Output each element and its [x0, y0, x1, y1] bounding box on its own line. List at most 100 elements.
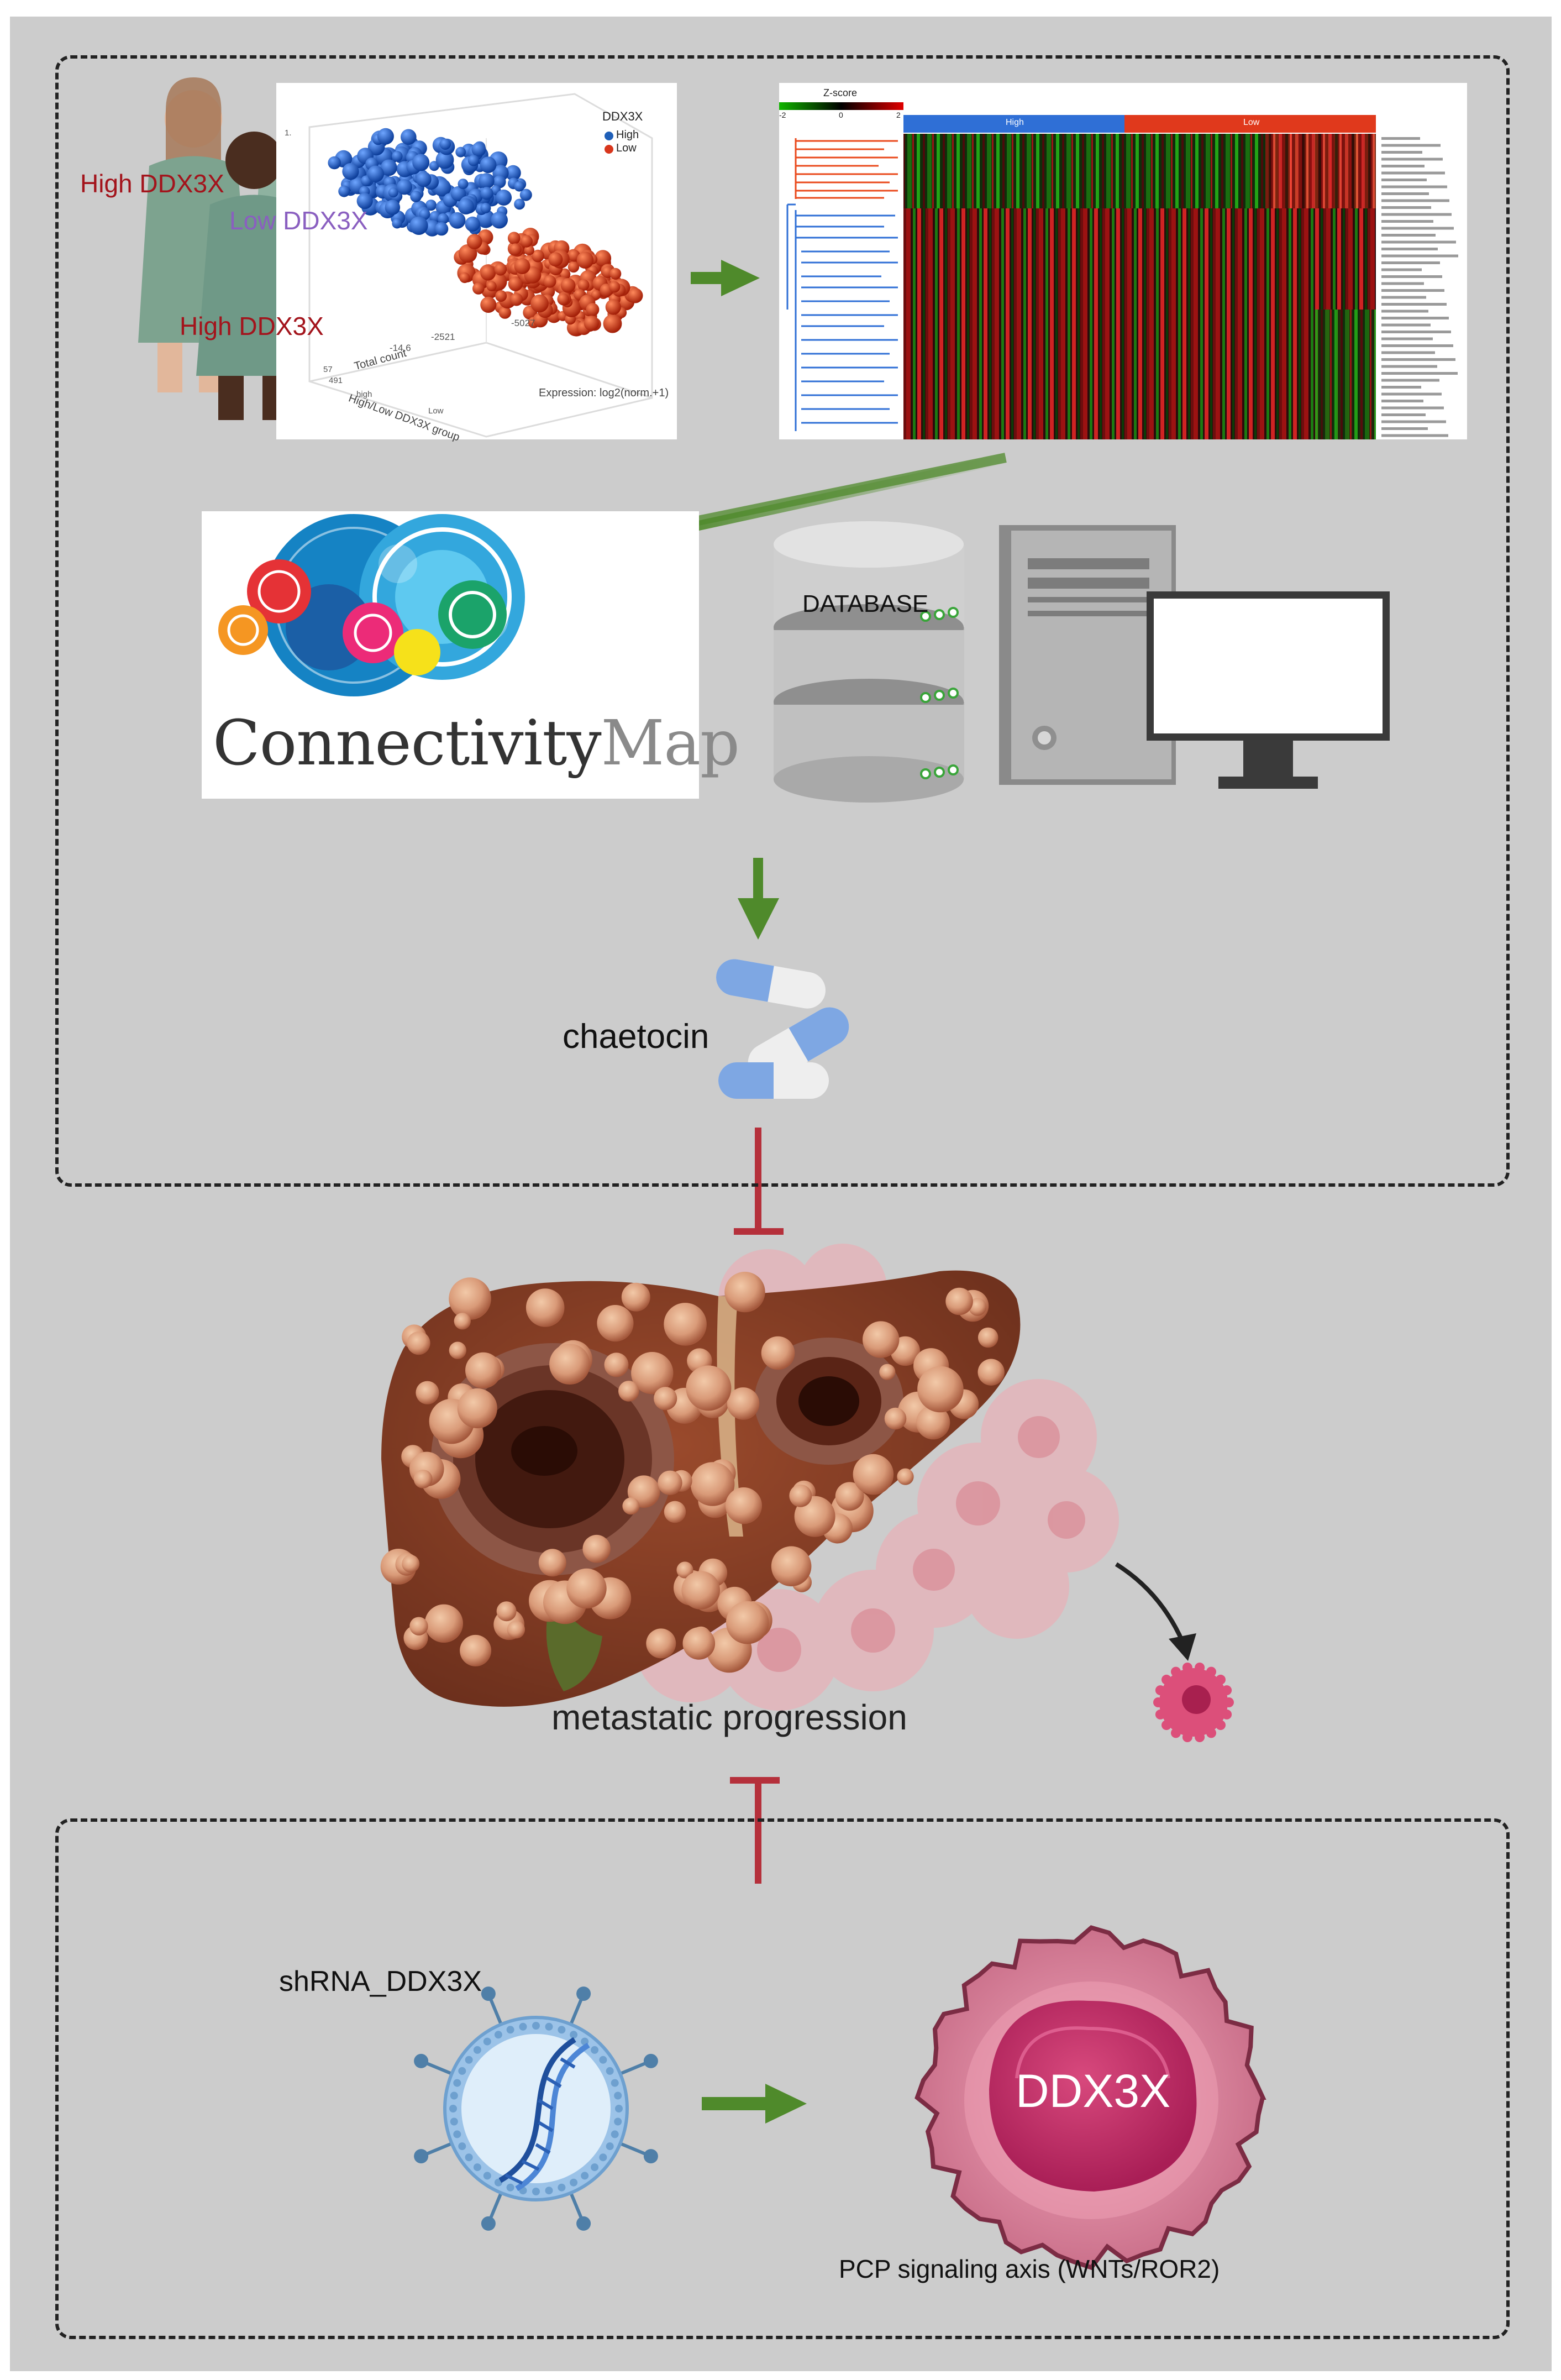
heatmap-scale-mid: 0 — [839, 111, 843, 119]
gene-label-line — [1381, 248, 1438, 250]
scatter-point-high — [514, 198, 525, 210]
database-cylinder-icon — [774, 521, 964, 803]
liver-nodule — [945, 1287, 973, 1315]
scatter-tick-6: 57 — [323, 365, 333, 374]
scatter-point-high — [480, 203, 491, 213]
gene-label-line — [1381, 144, 1441, 147]
liver-nodule — [407, 1331, 430, 1355]
liver-nodule — [413, 1470, 433, 1488]
ddx3x-cell-icon — [914, 1925, 1266, 2271]
heatmap-matrix-bottom — [903, 208, 1376, 439]
zscore-colorbar — [779, 102, 903, 110]
gene-label-line — [1381, 379, 1439, 382]
circulating-tumor-cell-icon — [1153, 1663, 1234, 1742]
scatter-point-high — [479, 173, 495, 189]
scatter-point-high — [367, 165, 385, 182]
scatter-point-high — [493, 175, 506, 188]
heatmap-scale-max: 2 — [896, 111, 901, 119]
gene-label-line — [1381, 372, 1458, 375]
heatmap-group-high: High — [1006, 118, 1024, 127]
liver-nodule — [449, 1341, 466, 1359]
gene-label-line — [1381, 406, 1444, 410]
scatter-point-high — [380, 159, 397, 176]
liver-nodule — [409, 1617, 428, 1635]
chaetocin-pills-icon — [716, 959, 849, 1099]
scatter-legend-high: High — [616, 129, 639, 141]
gene-label-line — [1381, 282, 1424, 285]
scatter-point-high — [480, 187, 493, 200]
gene-label-line — [1381, 317, 1449, 319]
chaetocin-label: chaetocin — [563, 1018, 709, 1056]
scatter-point-high — [338, 185, 350, 197]
gene-labels — [1381, 137, 1458, 437]
liver-nodule — [916, 1405, 950, 1440]
shrna-label: shRNA_DDX3X — [279, 1965, 482, 1998]
scatter-point-high — [455, 146, 466, 158]
gene-label-line — [1381, 310, 1428, 313]
liver-nodule — [525, 1288, 565, 1327]
cmap-wordmark: ConnectivityMap — [213, 707, 740, 779]
scatter-point-low — [530, 294, 549, 313]
cmap-word-map: Map — [601, 707, 740, 779]
liver-nodule — [621, 1282, 650, 1312]
scatter-point-high — [519, 188, 532, 201]
scatter-tick-3: -5027 — [511, 318, 535, 328]
gene-label-line — [1381, 192, 1429, 195]
liver-nodule — [977, 1327, 998, 1348]
liver-nodule — [597, 1305, 634, 1342]
scatter-point-low — [498, 306, 511, 319]
gene-label-line — [1381, 206, 1431, 209]
liver-nodule — [654, 1387, 677, 1411]
scatter-point-low — [567, 261, 580, 273]
liver-nodule — [465, 1352, 502, 1388]
gene-label-line — [1381, 261, 1440, 264]
arrow-to-chaetocin — [738, 858, 779, 940]
scatter-legend-title: DDX3X — [602, 109, 643, 123]
bottom-dashed-frame — [55, 1818, 1510, 2339]
scatter-point-high — [439, 138, 451, 150]
liver-nodule — [402, 1555, 420, 1573]
liver-nodule — [917, 1366, 964, 1413]
liver-nodule — [977, 1359, 1005, 1386]
scatter-point-high — [435, 150, 454, 169]
liver-nodule — [761, 1336, 795, 1370]
liver-nodule — [631, 1352, 674, 1395]
scatter-point-high — [412, 154, 430, 171]
liver-nodule — [724, 1271, 765, 1313]
liver-nodule — [676, 1561, 693, 1579]
scatter-high-points — [328, 128, 532, 237]
liver-nodule — [853, 1454, 894, 1495]
scatter-point-high — [410, 191, 422, 202]
dendrogram — [786, 138, 898, 431]
scatter-point-low — [603, 314, 622, 333]
liver-nodule — [622, 1497, 640, 1515]
inhibition-shrna — [730, 1777, 780, 1884]
scatter-3d-plot — [276, 83, 677, 439]
liver-nodule — [690, 1462, 735, 1506]
scatter-point-high — [377, 128, 394, 145]
liver-nodule — [566, 1568, 607, 1609]
gene-label-line — [1381, 171, 1445, 175]
scatter-point-low — [586, 303, 600, 317]
liver-nodule — [863, 1321, 900, 1358]
scatter-point-high — [342, 163, 359, 180]
scatter-point-low — [557, 293, 569, 306]
gene-label-line — [1381, 303, 1447, 306]
cell-ddx3x-label: DDX3X — [1016, 2065, 1171, 2117]
legend-high-marker — [605, 132, 613, 140]
liver-nodule — [549, 1344, 590, 1385]
group-bar-low — [1124, 115, 1376, 133]
scatter-point-high — [401, 129, 417, 145]
scatter-point-low — [532, 249, 544, 263]
gene-label-line — [1381, 199, 1449, 202]
gene-label-line — [1381, 400, 1423, 402]
scatter-point-high — [328, 156, 341, 170]
scatter-point-high — [356, 193, 373, 209]
scatter-point-high — [388, 187, 398, 198]
database-label: DATABASE — [802, 590, 929, 617]
scatter-point-low — [486, 281, 497, 291]
liver-illustration — [380, 1244, 1119, 1711]
scatter-point-high — [450, 186, 466, 202]
arrow-shrna-to-cell — [702, 2084, 807, 2124]
scatter-point-low — [591, 290, 601, 300]
